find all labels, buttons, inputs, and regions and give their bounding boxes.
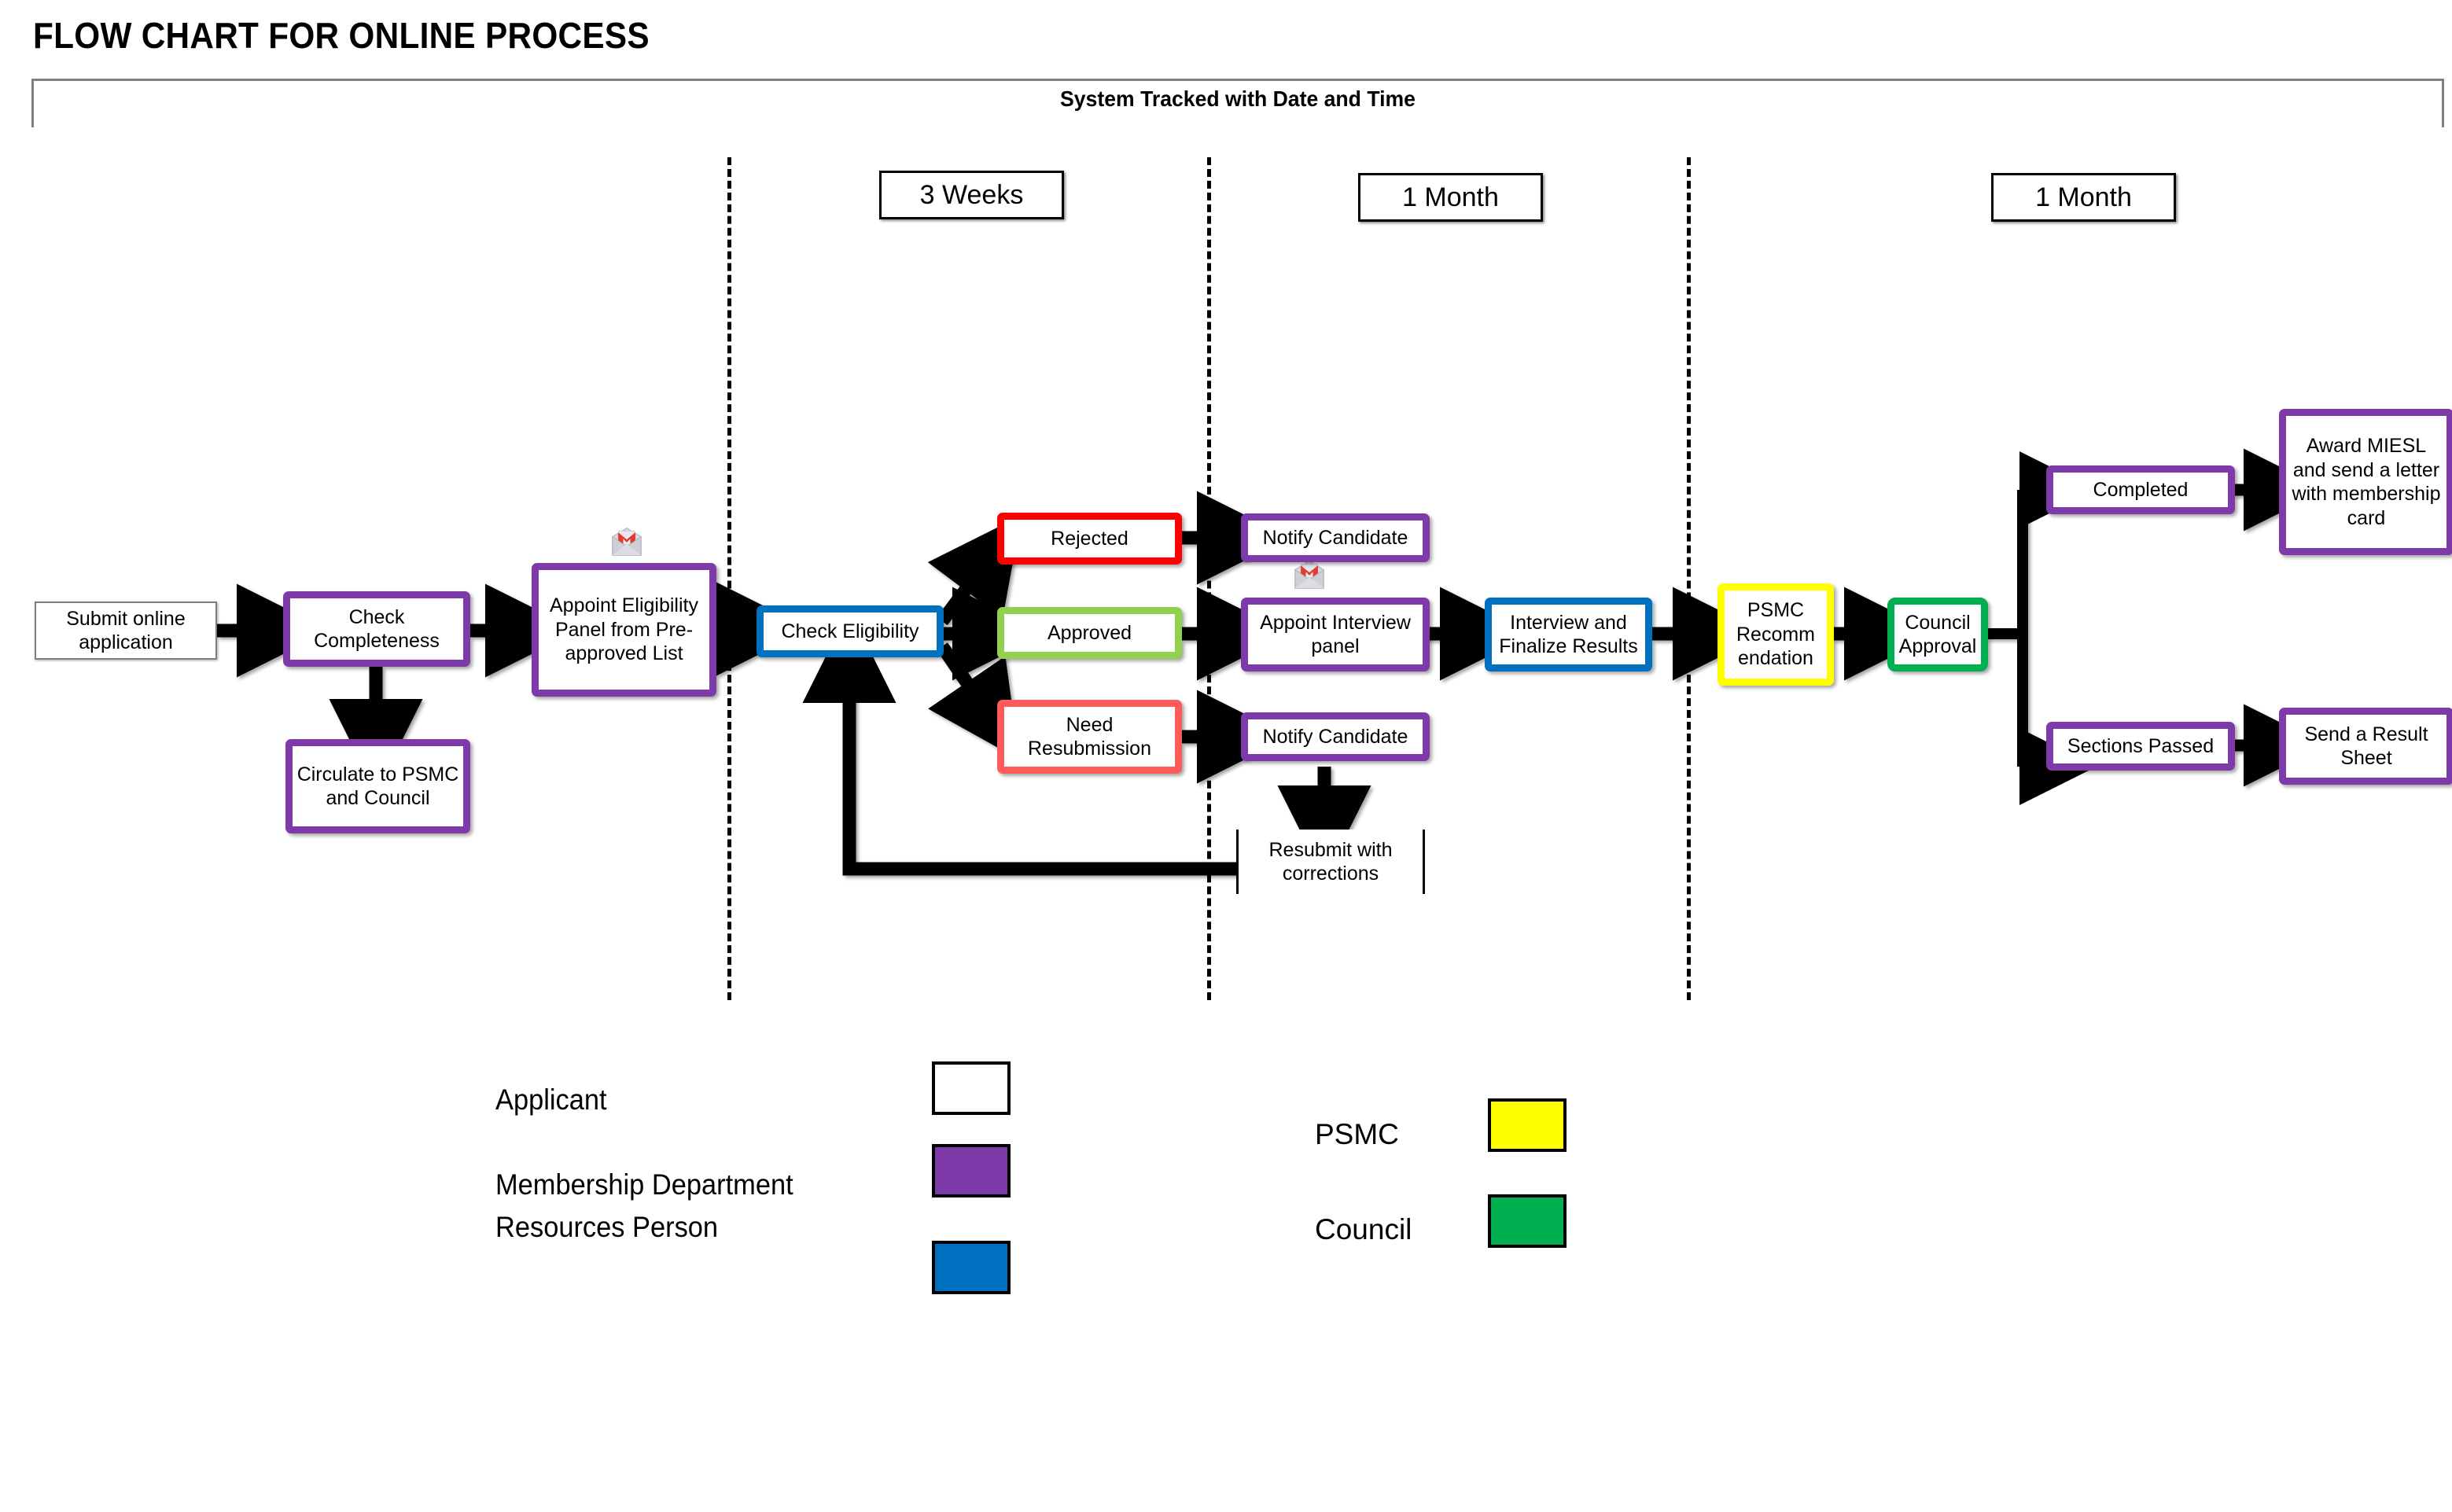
node-label: Sections Passed — [2067, 734, 2215, 757]
node-label: Appoint Eligibility Panel from Pre-appro… — [550, 594, 698, 665]
system-tracked-bar — [31, 79, 2444, 127]
node-label: Award MIESL and send a letter with membe… — [2292, 435, 2441, 529]
system-tracked-label: System Tracked with Date and Time — [1060, 86, 1416, 111]
legend-swatch-membership-department — [932, 1144, 1011, 1197]
node-label: Check Completeness — [314, 605, 440, 653]
node-interview-and-finalize-results[interactable]: Interview and Finalize Results — [1485, 598, 1652, 671]
node-label: Need Resubmission — [1027, 713, 1151, 760]
node-notify-candidate-resubmission[interactable]: Notify Candidate — [1241, 712, 1430, 761]
node-sections-passed[interactable]: Sections Passed — [2046, 722, 2235, 771]
node-label: Completed — [2093, 478, 2189, 501]
node-label: Resubmit with corrections — [1268, 838, 1393, 885]
legend-label-psmc: PSMC — [1315, 1118, 1399, 1150]
legend-swatch-resources-person — [932, 1241, 1011, 1294]
node-need-resubmission[interactable]: Need Resubmission — [997, 700, 1182, 774]
node-appoint-interview-panel[interactable]: Appoint Interview panel — [1241, 598, 1430, 671]
node-send-a-result-sheet[interactable]: Send a Result Sheet — [2279, 708, 2452, 785]
node-council-approval[interactable]: Council Approval — [1887, 598, 1988, 671]
legend-swatch-applicant — [932, 1061, 1011, 1115]
legend-label-resources-person: Resources Person — [495, 1211, 719, 1243]
node-check-completeness[interactable]: Check Completeness — [283, 591, 470, 667]
node-resubmit-with-corrections[interactable]: Resubmit with corrections — [1236, 830, 1425, 894]
phase-divider-2 — [1207, 157, 1211, 1000]
phase-divider-1 — [727, 157, 731, 1000]
node-circulate-to-psmc-and-council[interactable]: Circulate to PSMC and Council — [285, 739, 470, 833]
phase-label-1-month-b: 1 Month — [1991, 173, 2176, 222]
node-label: Notify Candidate — [1262, 725, 1408, 748]
node-check-eligibility[interactable]: Check Eligibility — [757, 605, 944, 657]
node-completed[interactable]: Completed — [2046, 465, 2235, 514]
gmail-icon — [1292, 558, 1327, 594]
node-label: Approved — [1047, 621, 1132, 644]
node-psmc-recommendation[interactable]: PSMC Recomm endation — [1718, 583, 1834, 686]
phase-label-text: 3 Weeks — [919, 179, 1024, 210]
node-label: Submit online application — [66, 607, 186, 654]
gmail-icon-glyph — [1294, 561, 1324, 589]
node-rejected[interactable]: Rejected — [997, 513, 1182, 565]
node-label: Circulate to PSMC and Council — [296, 763, 459, 810]
node-label: Check Eligibility — [781, 620, 919, 642]
node-submit-online-application[interactable]: Submit online application — [35, 601, 217, 660]
phase-label-1-month-a: 1 Month — [1358, 173, 1543, 222]
legend-swatch-psmc — [1488, 1098, 1567, 1152]
node-label: Interview and Finalize Results — [1499, 611, 1638, 658]
node-label: Appoint Interview panel — [1260, 611, 1411, 658]
page-title: FLOW CHART FOR ONLINE PROCESS — [33, 15, 650, 56]
legend-label-applicant: Applicant — [495, 1083, 607, 1116]
phase-label-text: 1 Month — [1402, 182, 1499, 212]
node-label: Council Approval — [1898, 611, 1977, 658]
phase-label-text: 1 Month — [2035, 182, 2132, 212]
node-notify-candidate-rejected[interactable]: Notify Candidate — [1241, 513, 1430, 562]
node-approved[interactable]: Approved — [997, 607, 1182, 659]
phase-label-3-weeks: 3 Weeks — [879, 171, 1064, 219]
phase-divider-3 — [1687, 157, 1691, 1000]
node-appoint-eligibility-panel[interactable]: Appoint Eligibility Panel from Pre-appro… — [532, 563, 716, 697]
node-label: Rejected — [1051, 527, 1128, 550]
legend-label-membership-department: Membership Department — [495, 1168, 793, 1201]
node-award-miesl[interactable]: Award MIESL and send a letter with membe… — [2279, 409, 2452, 555]
node-label: Send a Result Sheet — [2304, 723, 2428, 770]
node-label: PSMC Recomm endation — [1736, 599, 1815, 670]
gmail-icon-glyph — [612, 528, 642, 556]
legend-swatch-council — [1488, 1194, 1567, 1248]
legend-label-council: Council — [1315, 1213, 1412, 1245]
node-label: Notify Candidate — [1262, 526, 1408, 549]
gmail-icon — [609, 525, 644, 561]
